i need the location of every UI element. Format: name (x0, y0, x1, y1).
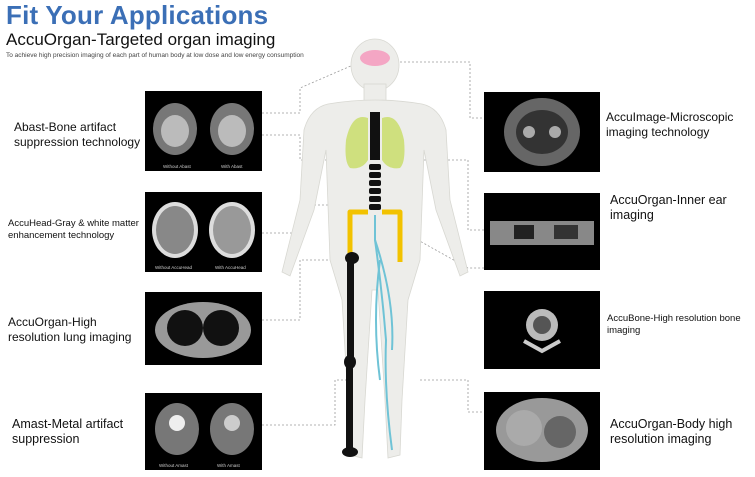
vessels-icon (374, 215, 394, 451)
label-lung: AccuOrgan-High resolution lung imaging (8, 315, 132, 344)
label-abast: Abast-Bone artifact suppression technolo… (14, 120, 141, 149)
scan-abast-brain: Without Abast With Abast (145, 91, 262, 171)
label-body: AccuOrgan-Body high resolution imaging (610, 417, 733, 446)
page-title: Fit Your Applications (6, 0, 269, 30)
scan-microscopic (484, 92, 600, 172)
page-caption: To achieve high precision imaging of eac… (6, 52, 304, 59)
right-lung-icon (382, 116, 405, 169)
scan-body (484, 392, 600, 470)
caption-without-amast: Without Amast (159, 463, 189, 468)
label-accuhead: AccuHead-Gray & white matter enhancement… (8, 218, 139, 241)
label-inner-ear: AccuOrgan-Inner ear imaging (610, 193, 727, 222)
spine-icon (369, 112, 381, 210)
caption-with-accuhead: With AccuHead (215, 265, 246, 270)
body-silhouette (281, 38, 469, 459)
scan-lung (145, 292, 262, 365)
caption-with-abast: With Abast (221, 164, 243, 169)
label-bone: AccuBone-High resolution bone imaging (607, 313, 741, 336)
caption-with-amast: With Amast (217, 463, 240, 468)
page-subtitle: AccuOrgan-Targeted organ imaging (6, 30, 276, 49)
scan-inner-ear (484, 193, 600, 270)
leg-bone-icon (342, 252, 359, 457)
label-amast: Amast-Metal artifact suppression (12, 417, 124, 446)
label-microscopic: AccuImage-Microscopic imaging technology (606, 110, 734, 139)
scan-accuhead-brain: Without AccuHead With AccuHead (145, 192, 262, 272)
intestine-icon (347, 209, 403, 262)
scan-bone (484, 291, 600, 369)
scan-amast: Without Amast With Amast (145, 393, 262, 470)
brain-icon (360, 50, 390, 66)
caption-without-accuhead: Without AccuHead (155, 265, 193, 270)
caption-without-abast: Without Abast (163, 164, 191, 169)
left-lung-icon (345, 116, 368, 169)
